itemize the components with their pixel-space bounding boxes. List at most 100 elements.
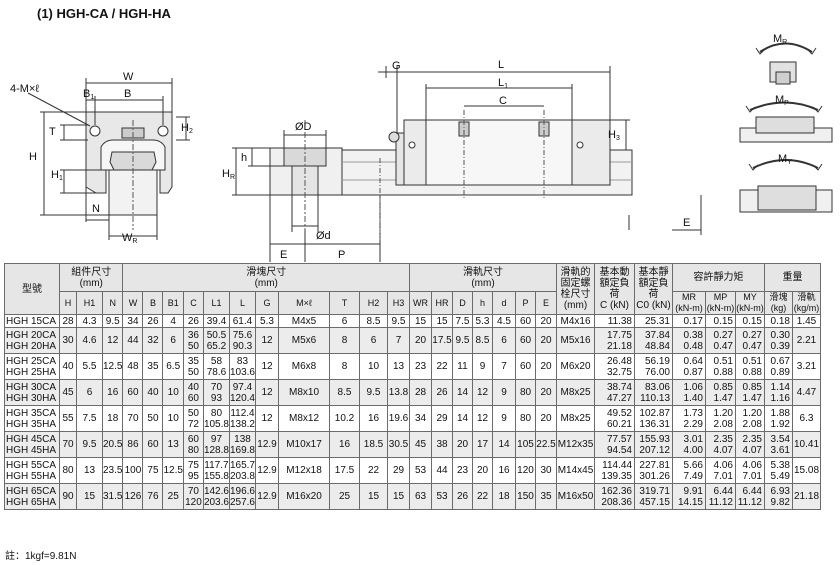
cell-h3: 13.8 <box>387 379 410 406</box>
cell-h: 12 <box>472 379 493 406</box>
cell-n: 16 <box>101 379 124 406</box>
cell-mr: 1.73 2.29 <box>672 405 706 432</box>
header-col-16: D <box>452 291 473 315</box>
cell-h3: 7 <box>387 327 410 354</box>
cell-m: M12x18 <box>278 457 330 484</box>
header-col-13: H3 <box>387 291 410 315</box>
header-col-8: L <box>228 291 257 315</box>
cell-h2: 10 <box>359 353 388 380</box>
cell-cd: 17.75 21.18 <box>594 327 635 354</box>
header-col-10: M×ℓ <box>278 291 330 315</box>
cell-c0: 37.84 48.84 <box>634 327 673 354</box>
cell-p: 80 <box>515 405 536 432</box>
header-col-14: WR <box>409 291 432 315</box>
cell-n: 31.5 <box>101 483 124 510</box>
cell-c0: 56.19 76.00 <box>634 353 673 380</box>
cell-l: 112.4 138.2 <box>228 405 257 432</box>
cell-wb: 3.54 3.61 <box>764 431 793 458</box>
cell-model: HGH 25CA HGH 25HA <box>4 353 60 380</box>
cell-c: 60 80 <box>182 431 204 458</box>
cell-mr: 0.64 0.87 <box>672 353 706 380</box>
cell-b: 26 <box>142 314 164 328</box>
header-rail: 滑軌尺寸(mm) <box>409 263 557 292</box>
cell-h2: 9.5 <box>359 379 388 406</box>
cell-e: 30 <box>535 457 557 484</box>
cell-l1: 97 128.8 <box>202 431 230 458</box>
cell-g: 5.3 <box>255 314 279 328</box>
cell-d: 14 <box>452 405 473 432</box>
cell-h: 90 <box>59 483 77 510</box>
cell-h1: 15 <box>76 483 103 510</box>
cell-wr: 45 <box>409 431 432 458</box>
cell-p: 60 <box>515 327 536 354</box>
header-unit: (mm) <box>471 277 495 289</box>
cell-n: 23.5 <box>101 457 124 484</box>
header-bolt: 滑軌的固定螺栓尺寸(mm) <box>556 263 595 315</box>
cell-hr: 26 <box>431 379 453 406</box>
cell-model: HGH 30CA HGH 30HA <box>4 379 60 406</box>
cell-h1: 4.6 <box>76 327 103 354</box>
cell-bolt: M8x25 <box>556 405 595 432</box>
cell-m: M8x10 <box>278 379 330 406</box>
cell-b: 32 <box>142 327 164 354</box>
header-unit: (kN-m) <box>736 303 764 313</box>
cell-d: 7.5 <box>452 314 473 328</box>
cell-t: 25 <box>329 483 360 510</box>
cell-n: 12 <box>101 327 124 354</box>
cell-h3: 13 <box>387 353 410 380</box>
header-col-1: H1 <box>76 291 103 315</box>
dim-label-p: P <box>338 249 345 261</box>
dim-label-t: T <box>49 126 56 138</box>
dim-label-h1: H1 <box>51 169 63 182</box>
footnote: 註：1kgf=9.81N <box>5 551 77 562</box>
cell-h2: 15 <box>359 483 388 510</box>
dim-label-hole-d: Ød <box>316 230 331 242</box>
cell-b1: 25 <box>162 483 184 510</box>
cell-e: 20 <box>535 379 557 406</box>
cell-wb: 0.67 0.89 <box>764 353 793 380</box>
header-assembly: 組件尺寸(mm) <box>58 263 124 292</box>
cell-n: 18 <box>101 405 124 432</box>
cell-g: 12 <box>255 405 279 432</box>
cell-hr: 53 <box>431 483 453 510</box>
cell-wr: 34 <box>409 405 432 432</box>
header-dynamic-label: 基本動額定負荷 <box>599 267 630 300</box>
cell-d: 23 <box>452 457 473 484</box>
cell-b1: 6 <box>162 327 184 354</box>
header-unit: (kN-m) <box>706 303 735 313</box>
cell-cd: 114.44 139.35 <box>594 457 635 484</box>
header-col-5: B1 <box>162 291 184 315</box>
cell-cd: 11.38 <box>594 314 635 328</box>
cell-wb: 0.18 <box>764 314 793 328</box>
cell-wb: 1.88 1.92 <box>764 405 793 432</box>
dim-label-g: G <box>392 60 401 72</box>
cell-bolt: M6x20 <box>556 353 595 380</box>
header-rail-weight-label: 滑軌 <box>797 292 816 303</box>
cell-h: 20 <box>472 457 493 484</box>
cell-d: 16 <box>492 457 516 484</box>
cell-e: 20 <box>535 327 557 354</box>
cell-my: 1.20 2.08 <box>735 405 765 432</box>
cell-l: 97.4 120.4 <box>228 379 257 406</box>
cell-model: HGH 20CA HGH 20HA <box>4 327 60 354</box>
cell-g: 12 <box>255 327 279 354</box>
header-model: 型號 <box>4 263 60 315</box>
cell-g: 12.9 <box>255 483 279 510</box>
header-my-label: MY <box>743 292 757 303</box>
cell-my: 0.15 <box>735 314 765 328</box>
cell-wr: 28 <box>409 379 432 406</box>
cell-wr: 63 <box>409 483 432 510</box>
cell-b: 76 <box>142 483 164 510</box>
cell-l: 165.7 203.8 <box>228 457 257 484</box>
cell-wb: 0.30 0.39 <box>764 327 793 354</box>
cell-n: 12.5 <box>101 353 124 380</box>
header-unit: (kN-m) <box>675 303 703 313</box>
header-col-19: P <box>515 291 536 315</box>
cell-c: 36 50 <box>182 327 204 354</box>
dim-label-mxl: 4-M×ℓ <box>10 83 39 95</box>
cell-l1: 80 105.8 <box>202 405 230 432</box>
